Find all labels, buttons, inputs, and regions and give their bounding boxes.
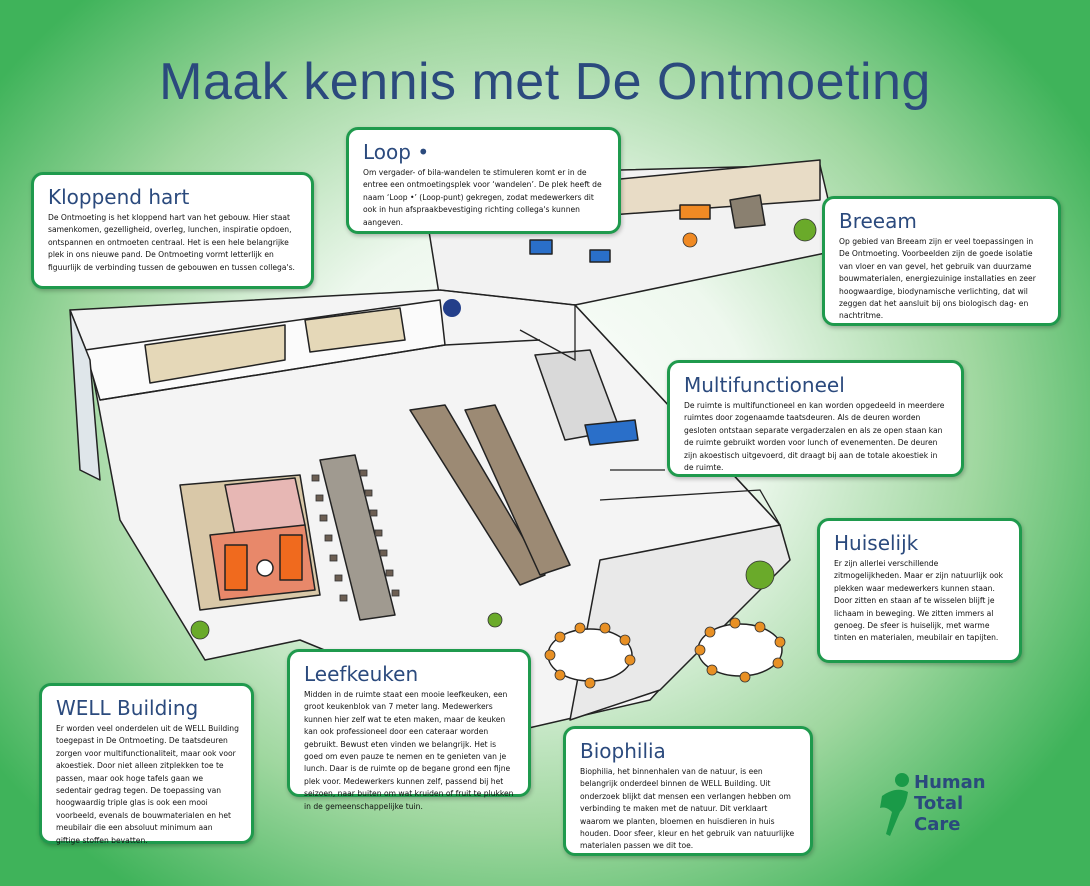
box-heading: Breeam <box>839 209 917 233</box>
info-box-breeam: Breeam Op gebied van Breeam zijn er veel… <box>822 196 1061 326</box>
kitchen-block <box>464 404 571 576</box>
box-text: De ruimte is multifunctioneel en kan wor… <box>684 401 945 473</box>
box-heading: Biophilia <box>580 739 666 763</box>
blue-bench <box>584 419 639 446</box>
orange-sofa <box>279 534 303 581</box>
long-dining-table <box>319 454 396 621</box>
box-text: Om vergader- of bila-wandelen te stimule… <box>363 168 602 227</box>
box-text: Er worden veel onderdelen uit de WELL Bu… <box>56 724 239 845</box>
person-logo-icon <box>880 773 909 836</box>
box-text: Er zijn allerlei verschillende zitmogeli… <box>834 559 1004 643</box>
info-box-leefkeuken: Leefkeuken Midden in de ruimte staat een… <box>287 649 531 811</box>
box-heading: Leefkeuken <box>304 662 419 686</box>
box-text: De Ontmoeting is het kloppend hart van h… <box>48 213 295 272</box>
box-heading: Huiselijk <box>834 531 919 555</box>
orange-sofa <box>224 544 248 591</box>
info-box-huiselijk: Huiselijk Er zijn allerlei verschillende… <box>817 518 1022 663</box>
meeting-table <box>304 307 406 353</box>
human-total-care-logo: Human Total Care <box>876 770 1006 840</box>
blue-chair <box>529 239 553 255</box>
info-box-biophilia: Biophilia Biophilia, het binnenhalen van… <box>563 726 813 856</box>
box-heading: WELL Building <box>56 696 199 720</box>
blue-chair <box>589 249 611 263</box>
glass-wall <box>69 309 101 481</box>
orange-chairs <box>544 617 786 689</box>
box-text: Biophilia, het binnenhalen van de natuur… <box>580 767 795 851</box>
box-text: Op gebied van Breeam zijn er veel toepas… <box>839 237 1036 321</box>
logo-line: Total <box>914 793 964 814</box>
box-heading: Multifunctioneel <box>684 373 845 397</box>
interior-wall <box>99 339 541 401</box>
meeting-table <box>144 324 286 384</box>
page-title: Maak kennis met De Ontmoeting <box>159 53 931 111</box>
info-box-loop: Loop • Om vergader- of bila-wandelen te … <box>346 127 621 234</box>
info-box-kloppend-hart: Kloppend hart De Ontmoeting is het klopp… <box>31 172 314 289</box>
box-heading: Kloppend hart <box>48 185 190 209</box>
info-box-well-building: WELL Building Er worden veel onderdelen … <box>39 683 254 845</box>
box-text: Midden in de ruimte staat een mooie leef… <box>304 690 514 811</box>
info-box-multifunctioneel: Multifunctioneel De ruimte is multifunct… <box>667 360 964 477</box>
logo-line: Human <box>914 772 986 793</box>
kitchen-block <box>409 404 546 586</box>
loop-point-marker <box>443 299 461 317</box>
box-heading: Loop • <box>363 140 430 164</box>
side-table <box>256 559 274 577</box>
dark-bench <box>729 194 766 229</box>
logo-line: Care <box>914 814 961 835</box>
orange-bench <box>679 204 711 220</box>
dining-chairs <box>311 469 400 602</box>
plants <box>190 218 817 640</box>
